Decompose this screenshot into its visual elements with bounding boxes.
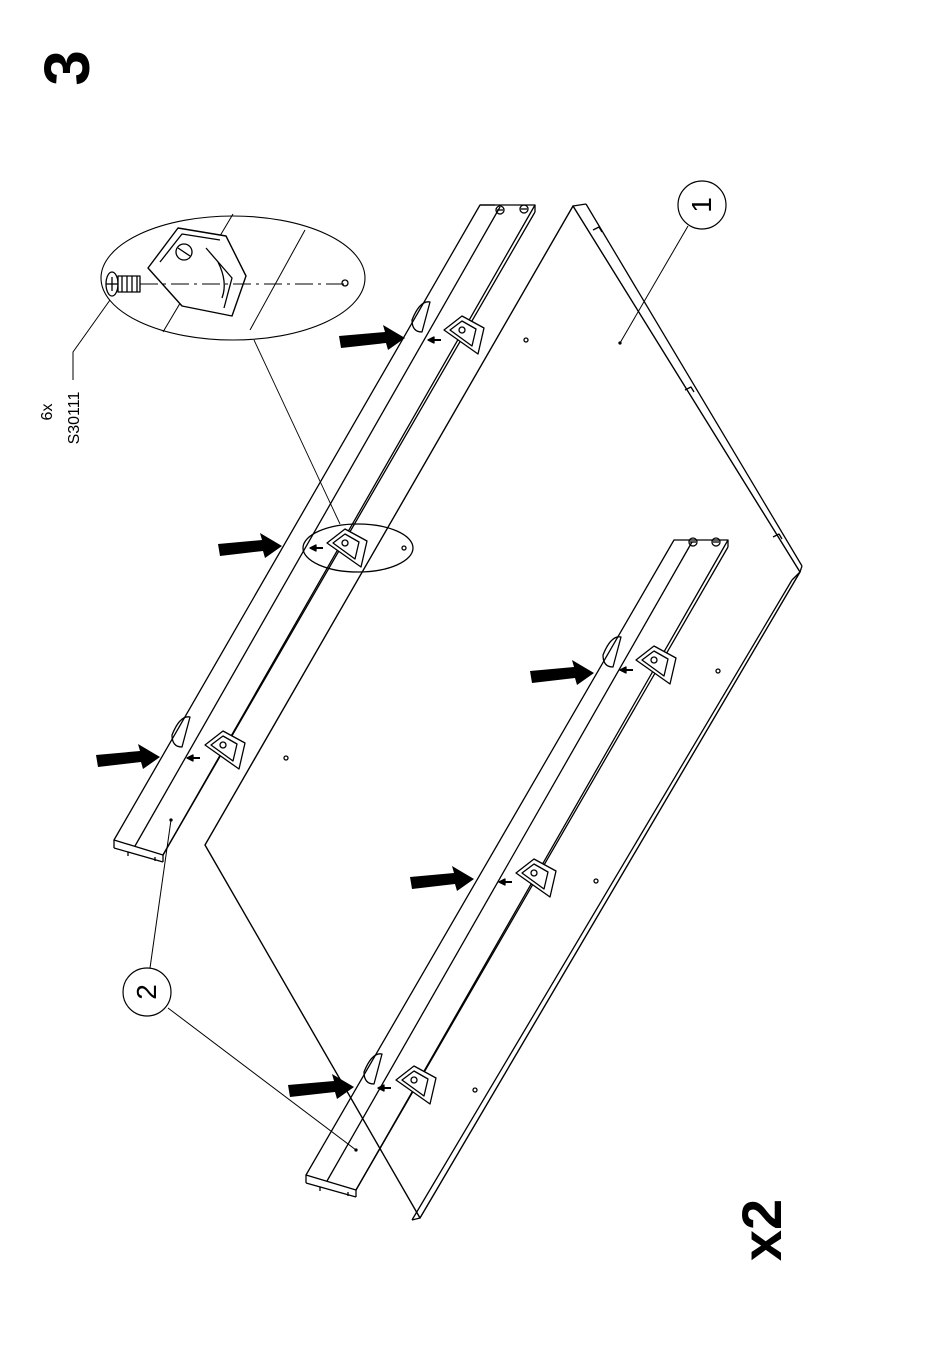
hardware-code: S30111: [65, 373, 85, 463]
hardware-quantity: 6x: [38, 382, 58, 442]
push-arrow-icon: [530, 660, 594, 685]
magnifier-detail: [101, 214, 413, 572]
bracket-icon: [310, 529, 367, 567]
bracket-icon: [378, 1066, 436, 1104]
push-arrow-icon: [218, 533, 282, 558]
callout-2-leader: [168, 1008, 356, 1150]
assembly-multiplier: x2: [732, 1180, 792, 1280]
push-arrow-icon: [96, 744, 160, 769]
push-arrow-icon: [339, 325, 405, 350]
rail-lower: [306, 538, 728, 1197]
hardware-leader: [73, 300, 110, 380]
callout-1-leader: [620, 226, 688, 343]
panel-1: [205, 204, 802, 1220]
step-number: 3: [39, 23, 95, 113]
push-arrow-icon: [410, 866, 474, 891]
callout-1-label: 1: [684, 185, 720, 225]
push-arrow-icon: [288, 1074, 354, 1099]
callout-2-label: 2: [129, 972, 165, 1012]
screw-icon: [106, 272, 140, 296]
rail-upper: [114, 205, 535, 862]
callout-2-leader: [150, 820, 171, 968]
